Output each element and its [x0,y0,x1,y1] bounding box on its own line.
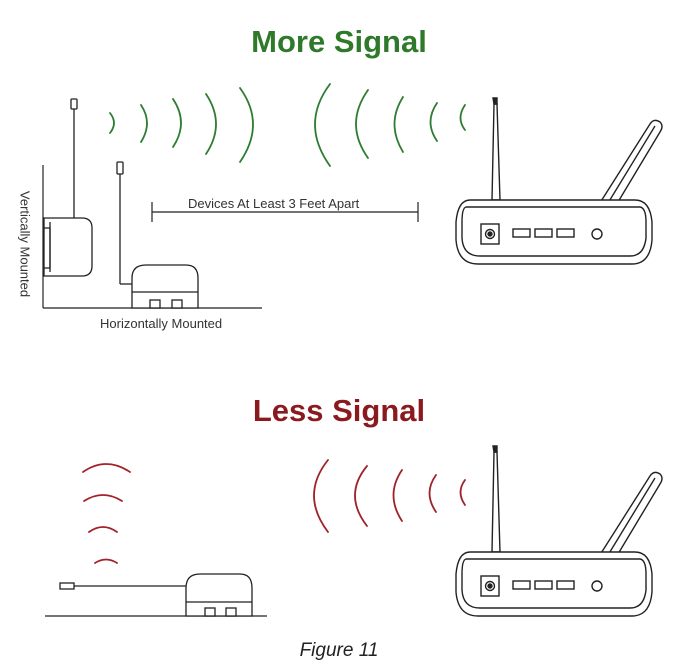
horizontal-sensor-icon [116,161,199,309]
signal-wave-icon [83,494,123,502]
signal-wave-icon [459,104,466,131]
signal-wave-icon [172,98,182,148]
signal-wave-icon [239,87,254,163]
signal-wave-icon [314,83,331,167]
more-signal-heading: More Signal [251,24,427,59]
signal-wave-icon [140,104,148,143]
signal-wave-icon [393,96,404,153]
signal-wave-icon [355,89,369,159]
horizontal-mount-label: Horizontally Mounted [100,316,223,331]
signal-wave-icon [82,463,131,473]
good-signal-waves-sensor [109,87,254,163]
less-signal-heading: Less Signal [252,393,426,428]
distance-label: Devices At Least 3 Feet Apart [188,196,360,211]
signal-wave-icon [459,479,466,506]
signal-wave-icon [392,469,403,522]
wifi-router-icon [455,97,663,265]
weak-signal-waves-router [313,459,466,533]
signal-wave-icon [88,526,118,533]
vertical-mount-label: Vertically Mounted [17,190,33,298]
horizontal-sensor-icon [45,573,267,617]
signal-wave-icon [354,465,368,527]
distance-dimension-line [151,202,419,222]
signal-wave-icon [109,112,115,134]
wifi-router-icon [455,445,663,617]
signal-wave-icon [428,474,437,513]
signal-wave-icon [429,102,438,142]
vertical-sensor-icon [43,98,93,277]
signal-wave-icon [94,558,118,564]
figure-caption: Figure 11 [299,640,379,661]
signal-wave-icon [313,459,329,533]
good-signal-waves-router [314,83,466,167]
signal-wave-icon [205,93,217,155]
weak-signal-waves-sensor [82,463,131,564]
